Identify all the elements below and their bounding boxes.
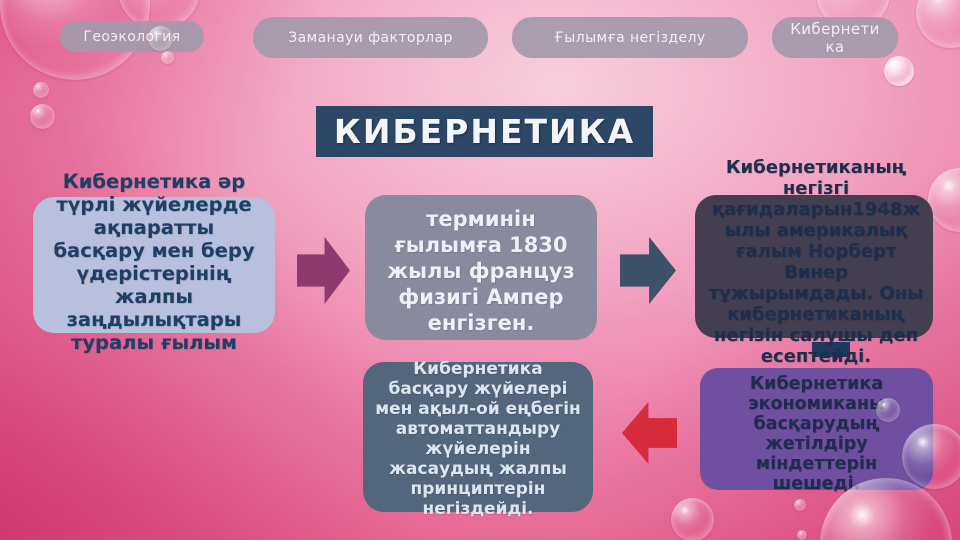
bubble-decoration	[884, 56, 914, 86]
bubble-decoration	[30, 104, 55, 129]
pill-gylymga-negizdelu: Ғылымға негізделу	[512, 17, 748, 58]
pill-label: Кибернетика	[790, 19, 880, 56]
right-box	[695, 195, 933, 338]
slide-title: КИБЕРНЕТИКА	[316, 106, 653, 157]
bottom-right-box	[700, 368, 933, 490]
pill-label: Геоэкология	[83, 28, 181, 45]
center-box-text: терминін ғылымға 1830 жылы француз физиг…	[387, 207, 575, 335]
pill-label: Заманауи факторлар	[288, 29, 453, 46]
pill-zamanaui-faktorlar: Заманауи факторлар	[253, 17, 488, 58]
pill-geoecology: Геоэкология	[60, 21, 204, 52]
pill-kibernetika: Кибернетика	[772, 17, 898, 58]
bottom-right-box-text: Кибернетика экономиканы басқарудың жетіл…	[748, 374, 885, 494]
center-box	[365, 195, 597, 340]
bottom-center-box	[363, 362, 593, 512]
bubble-decoration	[916, 0, 960, 48]
left-box-text: Кибернетика әр түрлі жүйелерде ақпаратты…	[53, 170, 255, 354]
bottom-center-box-text: Кибернетика басқару жүйелері мен ақыл-ой…	[375, 359, 581, 519]
pill-label: Ғылымға негізделу	[554, 29, 706, 46]
left-box	[33, 197, 275, 333]
bubble-decoration	[33, 82, 49, 98]
right-box-text: Кибернетиканың негізгі қағидаларын1948ж …	[708, 157, 924, 367]
accent-rectangle	[812, 342, 850, 357]
